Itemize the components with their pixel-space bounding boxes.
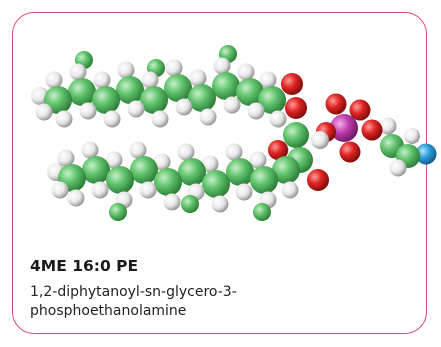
carbon-atom bbox=[258, 86, 286, 114]
hydrogen-atom bbox=[141, 71, 159, 89]
oxygen-atom bbox=[268, 140, 288, 160]
carbon-atom bbox=[44, 86, 72, 114]
hydrogen-atom bbox=[35, 103, 53, 121]
oxygen-atom bbox=[361, 119, 383, 141]
oxygen-atom bbox=[281, 73, 303, 95]
hydrogen-atom bbox=[199, 108, 217, 126]
carbon-atom bbox=[178, 158, 206, 186]
hydrogen-atom bbox=[177, 143, 195, 161]
hydrogen-atom bbox=[237, 63, 255, 81]
hydrogen-atom bbox=[201, 155, 219, 173]
hydrogen-atom bbox=[211, 195, 229, 213]
hydrogen-atom bbox=[45, 71, 63, 89]
hydrogen-atom bbox=[153, 153, 171, 171]
carbon-atom bbox=[130, 156, 158, 184]
carbon-atom bbox=[283, 122, 309, 148]
hydrogen-atom bbox=[247, 102, 265, 120]
hydrogen-atom bbox=[189, 69, 207, 87]
carbon-atom bbox=[212, 72, 240, 100]
molecule-model-image bbox=[31, 45, 437, 221]
carbon-atom bbox=[140, 86, 168, 114]
nitrogen-atom bbox=[415, 143, 437, 165]
hydrogen-atom bbox=[91, 181, 109, 199]
carbon-atom bbox=[164, 74, 192, 102]
carbon-atom bbox=[181, 195, 199, 213]
carbon-atom bbox=[236, 78, 264, 106]
hydrogen-atom bbox=[311, 131, 329, 149]
hydrogen-atom bbox=[117, 61, 135, 79]
oxygen-atom bbox=[307, 169, 329, 191]
hydrogen-atom bbox=[93, 71, 111, 89]
hydrogen-atom bbox=[69, 63, 87, 81]
carbon-atom bbox=[106, 166, 134, 194]
carbon-atom bbox=[154, 168, 182, 196]
hydrogen-atom bbox=[163, 193, 181, 211]
carbon-atom bbox=[109, 203, 127, 221]
hydrogen-atom bbox=[235, 183, 253, 201]
carbon-atom bbox=[92, 86, 120, 114]
carbon-atom bbox=[82, 156, 110, 184]
carbon-atom bbox=[272, 156, 300, 184]
hydrogen-atom bbox=[129, 141, 147, 159]
hydrogen-atom bbox=[404, 128, 420, 144]
carbon-atom bbox=[253, 203, 271, 221]
phosphorus-atom bbox=[330, 114, 358, 142]
hydrogen-atom bbox=[223, 96, 241, 114]
oxygen-atom bbox=[339, 141, 361, 163]
hydrogen-atom bbox=[165, 59, 183, 77]
hydrogen-atom bbox=[79, 102, 97, 120]
hydrogen-atom bbox=[225, 143, 243, 161]
hydrogen-atom bbox=[55, 110, 73, 128]
carbon-atom bbox=[250, 166, 278, 194]
hydrogen-atom bbox=[281, 181, 299, 199]
hydrogen-atom bbox=[269, 110, 287, 128]
hydrogen-atom bbox=[105, 151, 123, 169]
compound-name: 4ME 16:0 PE bbox=[30, 257, 139, 275]
hydrogen-atom bbox=[389, 159, 407, 177]
hydrogen-atom bbox=[175, 98, 193, 116]
carbon-atom bbox=[226, 158, 254, 186]
carbon-atom bbox=[68, 78, 96, 106]
compound-chemical-name: 1,2-diphytanoyl-sn-glycero-3-phosphoetha… bbox=[30, 284, 237, 319]
carbon-atom bbox=[188, 84, 216, 112]
hydrogen-atom bbox=[151, 110, 169, 128]
oxygen-atom bbox=[325, 93, 347, 115]
hydrogen-atom bbox=[103, 110, 121, 128]
oxygen-atom bbox=[349, 99, 371, 121]
oxygen-atom bbox=[285, 97, 307, 119]
hydrogen-atom bbox=[81, 141, 99, 159]
hydrogen-atom bbox=[213, 57, 231, 75]
hydrogen-atom bbox=[139, 181, 157, 199]
hydrogen-atom bbox=[67, 189, 85, 207]
hydrogen-atom bbox=[51, 181, 69, 199]
hydrogen-atom bbox=[57, 149, 75, 167]
hydrogen-atom bbox=[259, 71, 277, 89]
hydrogen-atom bbox=[379, 117, 397, 135]
hydrogen-atom bbox=[127, 100, 145, 118]
carbon-atom bbox=[202, 170, 230, 198]
carbon-atom bbox=[116, 76, 144, 104]
hydrogen-atom bbox=[249, 151, 267, 169]
